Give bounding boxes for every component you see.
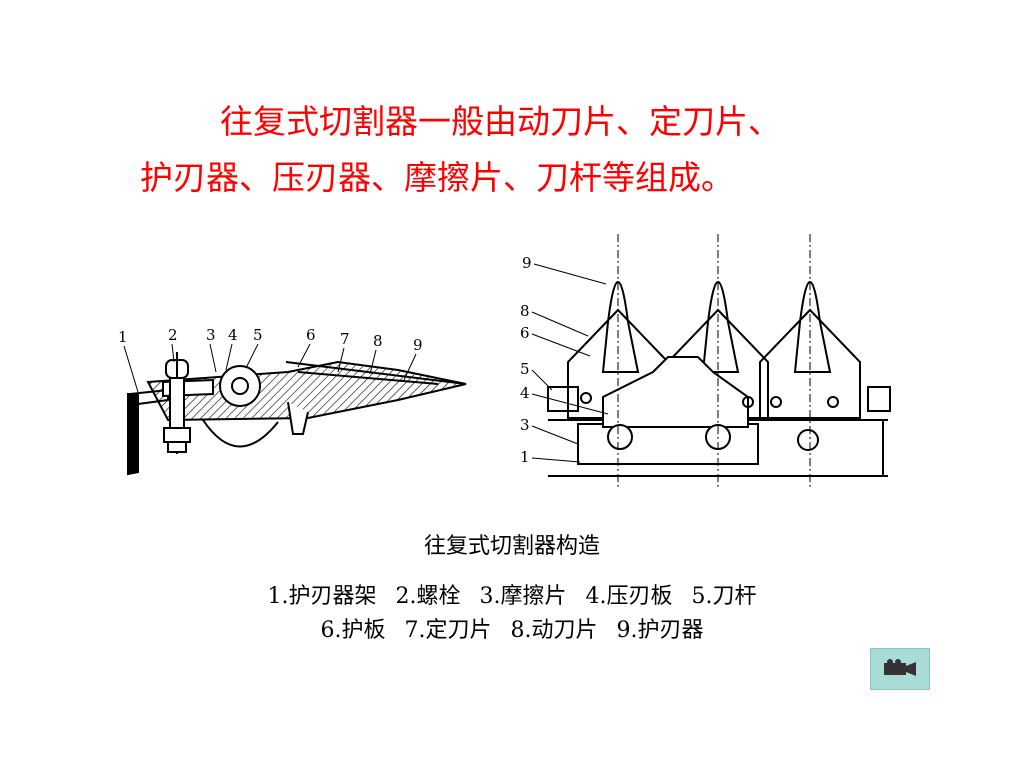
legend-item: 9.护刃器: [616, 618, 704, 643]
legend-item: 1.护刃器架: [267, 584, 377, 609]
part-legend: 1.护刃器架 2.螺栓 3.摩擦片 4.压刃板 5.刀杆 6.护板 7.定刀片 …: [0, 580, 1024, 648]
left-label: 2: [168, 326, 178, 344]
camera-icon: [884, 659, 916, 676]
legend-item: 7.定刀片: [404, 618, 492, 643]
video-nav-button[interactable]: [870, 648, 930, 690]
slide-heading: 往复式切割器一般由动刀片、定刀片、 护刃器、压刃器、摩擦片、刀杆等组成。: [140, 94, 940, 206]
left-label: 4: [228, 326, 238, 344]
right-label: 8: [520, 302, 530, 320]
left-label: 3: [206, 326, 216, 344]
left-label: 7: [340, 330, 350, 348]
legend-row-2: 6.护板 7.定刀片 8.动刀片 9.护刃器: [0, 614, 1024, 648]
right-label: 9: [522, 254, 532, 272]
right-label: 6: [520, 324, 530, 342]
heading-line-2: 护刃器、压刃器、摩擦片、刀杆等组成。: [140, 158, 734, 197]
top-view-labels: 9 8 6 5 4 3 1: [520, 254, 532, 466]
legend-item: 4.压刃板: [585, 584, 673, 609]
legend-item: 2.螺栓: [395, 584, 461, 609]
left-label: 6: [306, 326, 316, 344]
legend-item: 5.刀杆: [691, 584, 757, 609]
side-section-drawing: [127, 352, 467, 476]
legend-item: 3.摩擦片: [479, 584, 567, 609]
legend-item: 6.护板: [320, 618, 386, 643]
left-label: 8: [373, 332, 383, 350]
right-label: 4: [520, 384, 530, 402]
right-label: 3: [520, 416, 530, 434]
left-label: 1: [118, 328, 128, 346]
legend-row-1: 1.护刃器架 2.螺栓 3.摩擦片 4.压刃板 5.刀杆: [0, 580, 1024, 614]
left-label: 9: [413, 336, 423, 354]
right-label: 5: [520, 360, 530, 378]
side-section-labels: 1 2 3 4 5 6 7 8 9: [118, 326, 423, 354]
figure-caption: 往复式切割器构造: [423, 534, 600, 559]
top-view-drawing: [547, 281, 891, 477]
left-label: 5: [253, 326, 263, 344]
heading-line-1: 往复式切割器一般由动刀片、定刀片、: [220, 102, 781, 141]
cutter-structure-figure: 1 2 3 4 5 6 7 8 9: [118, 234, 891, 487]
legend-item: 8.动刀片: [510, 618, 598, 643]
right-label: 1: [520, 448, 530, 466]
